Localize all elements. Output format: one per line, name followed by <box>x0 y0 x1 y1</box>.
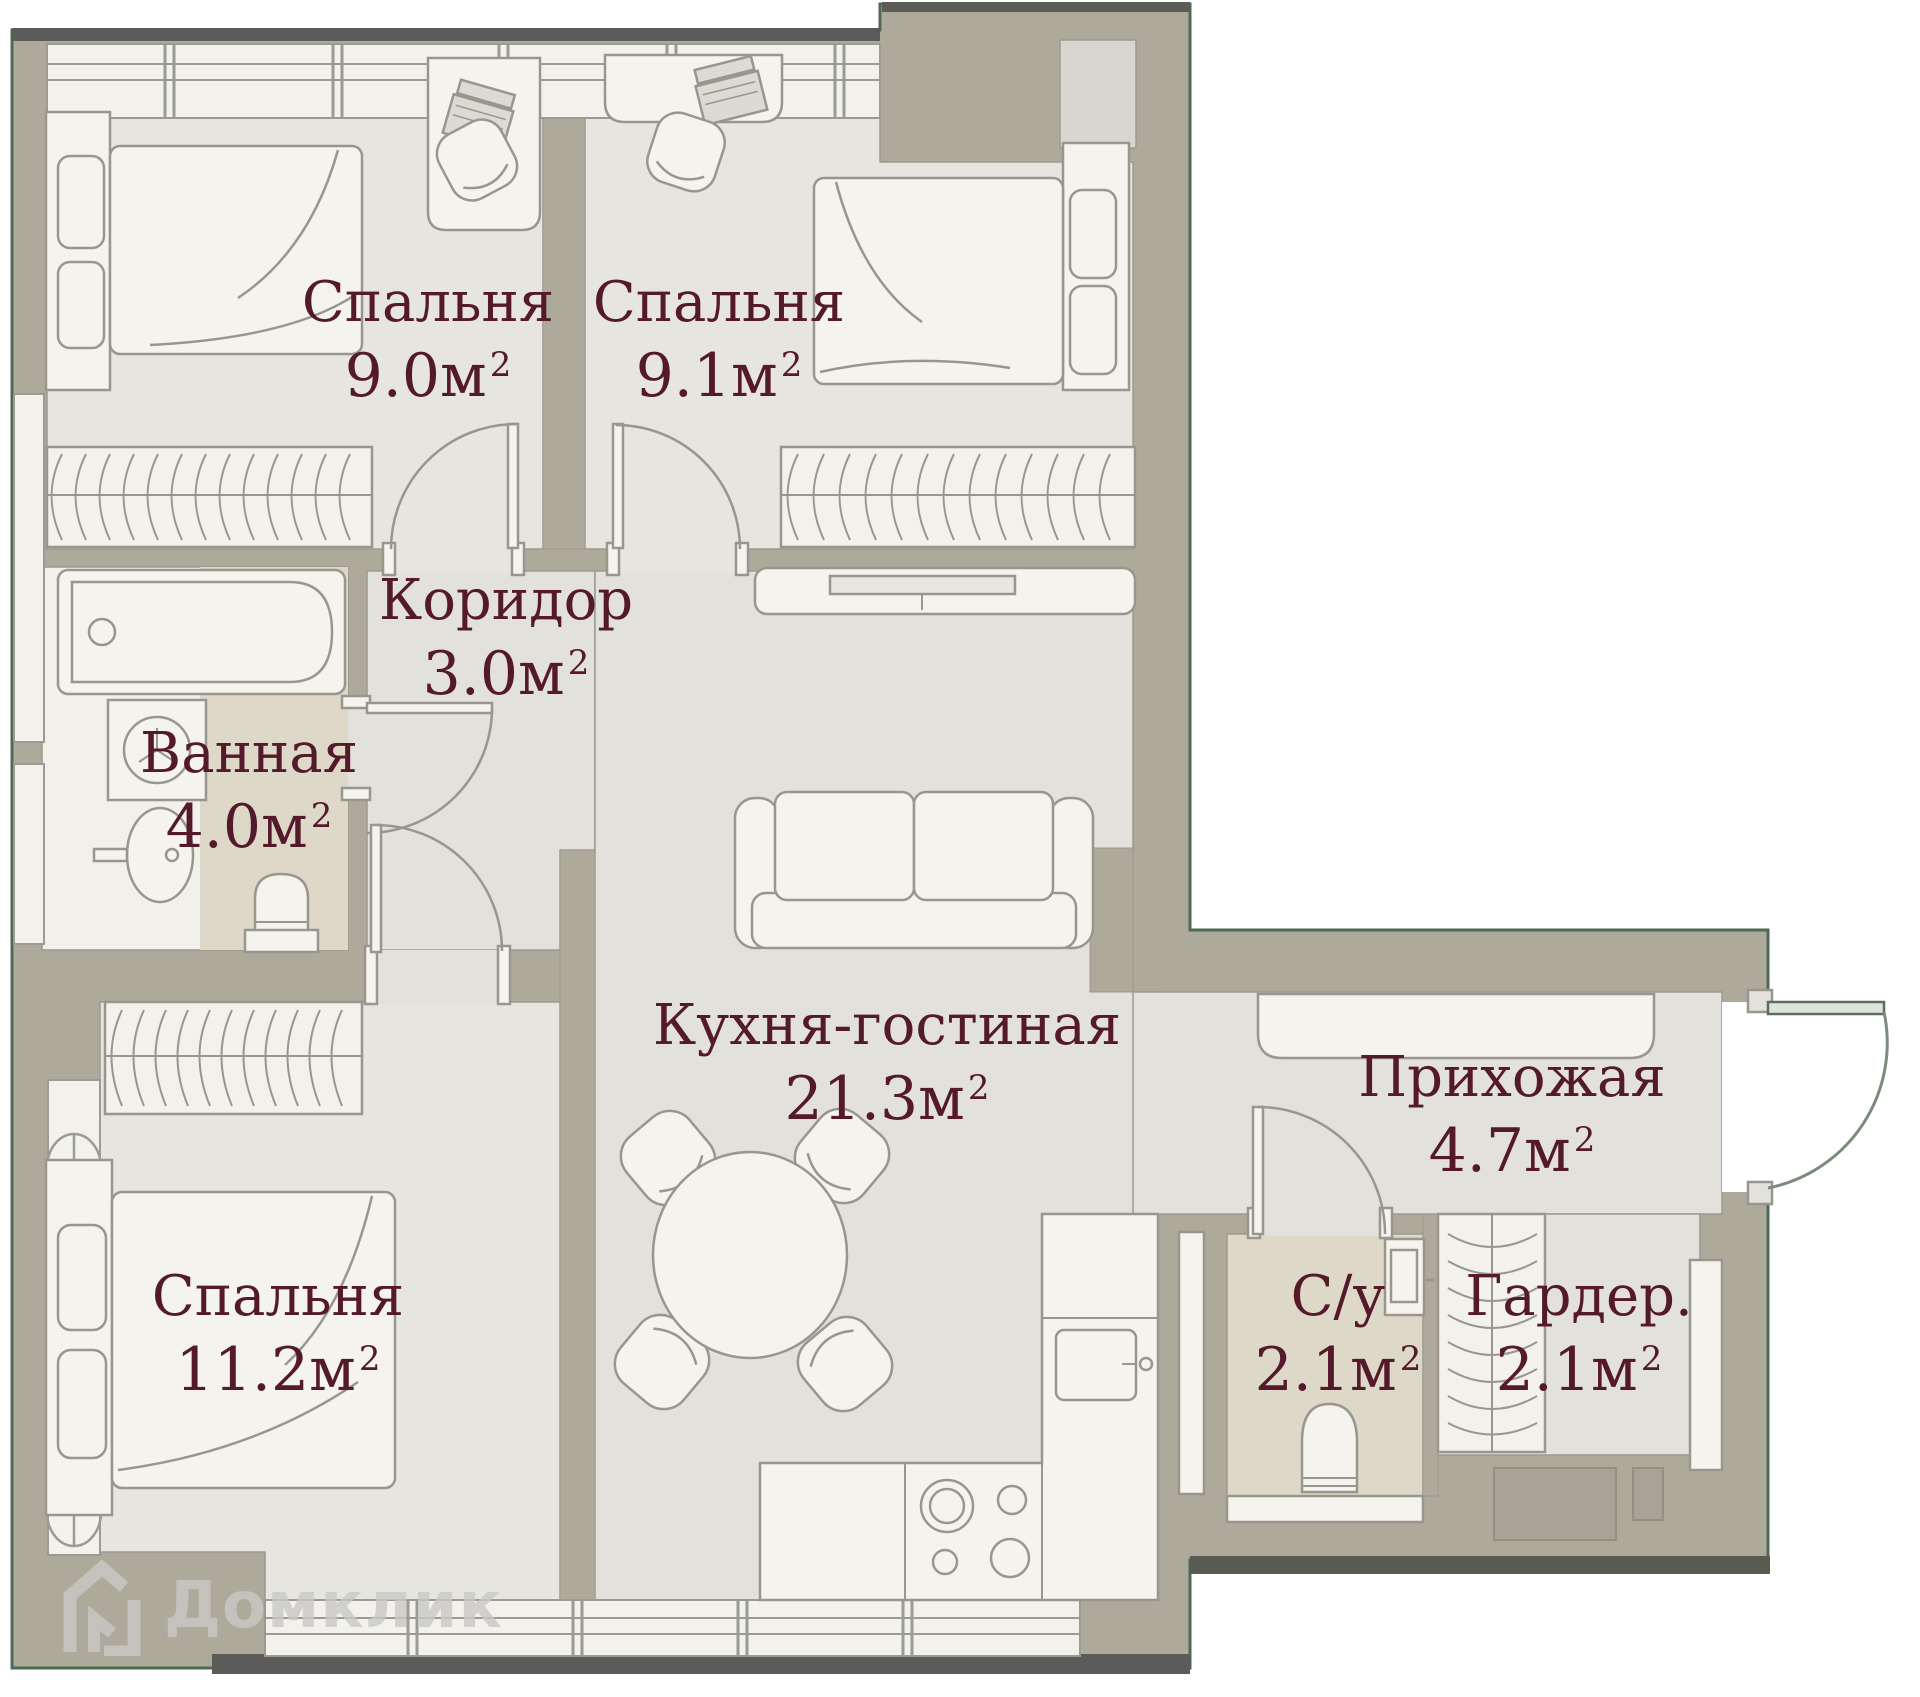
laptop-icon <box>693 54 769 127</box>
pillow-icon <box>56 154 106 250</box>
headboard <box>44 1158 114 1517</box>
sofa-pillar-wall <box>1089 847 1134 993</box>
wardrobe-hangers-icon <box>779 445 1137 549</box>
bed-icon <box>812 176 1065 386</box>
pillow-icon <box>56 1223 108 1332</box>
tall-cabinet <box>1177 1230 1206 1496</box>
bathtub-icon <box>56 568 347 696</box>
bed-icon <box>110 1190 397 1490</box>
sink-icon <box>1383 1237 1434 1317</box>
chair-icon <box>435 118 519 202</box>
dining-table-icon <box>613 1107 894 1413</box>
toilet-icon <box>1225 1402 1425 1524</box>
wardrobe-hangers-icon <box>45 445 374 549</box>
chair-icon <box>646 111 726 193</box>
pillow-icon <box>1068 188 1118 280</box>
door-arc-icon <box>340 694 494 835</box>
stove-burners-icon <box>919 1478 1031 1579</box>
window-slit-2 <box>13 763 45 945</box>
tv-console-icon <box>753 566 1137 616</box>
desk-icon <box>603 53 784 127</box>
entry-door-icon <box>1722 988 1889 1206</box>
bedroom-2-furniture <box>603 53 1137 549</box>
kitchen-living-furniture <box>613 566 1160 1602</box>
door-openings <box>348 547 1385 1236</box>
sofa-icon <box>733 790 1095 950</box>
chair-icon <box>796 1315 894 1413</box>
kitchen-sink-icon <box>1054 1328 1154 1402</box>
bedroom-1-furniture <box>44 56 542 549</box>
toilet-icon <box>243 872 320 954</box>
window-slit-1 <box>13 393 45 743</box>
pillow-icon <box>1068 284 1118 376</box>
bedroom-3-furniture <box>44 1000 397 1517</box>
doors <box>340 422 1889 1240</box>
bedroom-partition-wall <box>542 117 586 550</box>
wardrobe-hangers-icon <box>1436 1212 1547 1454</box>
furniture <box>44 53 1724 1602</box>
pillow-icon <box>56 260 106 350</box>
exterior-dark-bars <box>12 2 1770 1674</box>
door-arc-icon <box>363 823 512 1006</box>
sink-icon <box>92 806 195 904</box>
pillow-icon <box>56 1348 108 1460</box>
washing-machine-icon <box>106 698 208 802</box>
door-arc-icon <box>381 422 526 577</box>
wardrobe-hangers-icon <box>103 1000 364 1116</box>
kitchen-counter <box>758 1212 1160 1602</box>
shafts <box>1059 39 1664 1541</box>
bed-icon <box>108 144 364 356</box>
interior-walls <box>542 117 1439 1601</box>
door-arc-icon <box>1246 1105 1394 1240</box>
kitchen-bedroom3-wall <box>559 849 596 1601</box>
bathroom-furniture <box>56 568 347 954</box>
chair-icon <box>793 1107 891 1205</box>
window-band-bottom <box>264 1599 1081 1657</box>
wardrobe-shelf <box>1688 1258 1724 1472</box>
shoe-cabinet-icon <box>1256 992 1656 1060</box>
hallway-furniture <box>1177 992 1724 1524</box>
door-arc-icon <box>605 422 750 577</box>
